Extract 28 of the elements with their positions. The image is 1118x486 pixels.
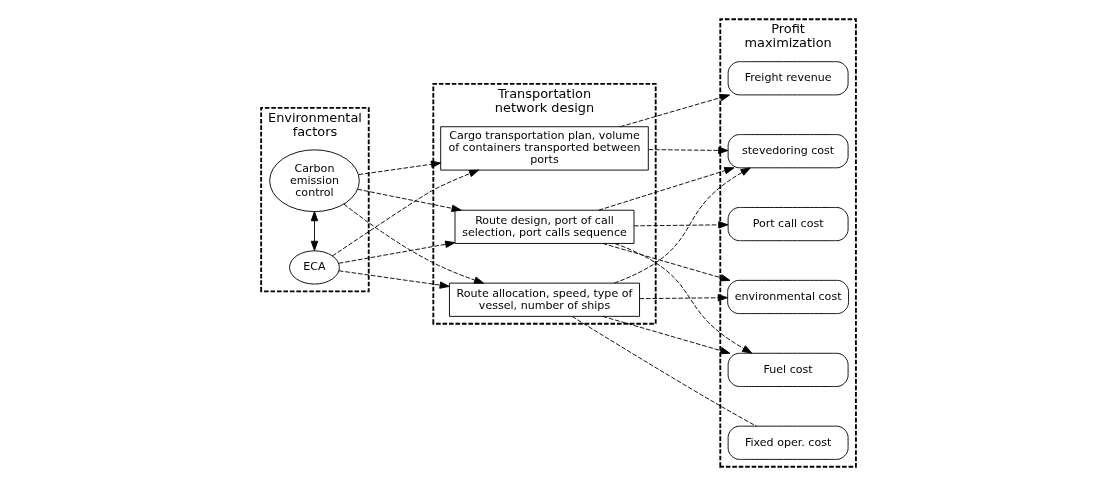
node-ellipse: ECA (289, 250, 340, 285)
arrow (619, 94, 731, 128)
arrow (633, 221, 729, 229)
arrow (598, 167, 735, 211)
arrow (613, 167, 751, 284)
arrow (343, 203, 485, 284)
arrow (338, 270, 450, 289)
node-box: Port call cost (727, 207, 849, 242)
arrow (614, 243, 753, 354)
node-box: Route design, port of call selection, port calls sequence (454, 209, 635, 244)
arrow (358, 160, 442, 175)
node-box: Fixed oper. cost (727, 425, 849, 460)
arrow (338, 240, 456, 264)
node-box: Freight revenue (727, 61, 849, 96)
arrow (357, 188, 462, 212)
arrow (332, 169, 480, 257)
node-box: Route allocation, speed, type of vessel, number of ships (449, 282, 640, 317)
node-box: stevedoring cost (727, 134, 849, 169)
arrow (648, 146, 729, 155)
arrow (602, 243, 731, 282)
node-box: environmental cost (727, 279, 849, 315)
node-box: Fuel cost (727, 352, 849, 387)
arrow (602, 315, 731, 355)
node-ellipse: Carbon emission control (269, 149, 360, 213)
arrow (639, 294, 728, 302)
connector (571, 316, 757, 427)
node-box: Cargo transportation plan, volume of containers transported between ports (440, 126, 649, 171)
arrow (310, 211, 319, 251)
